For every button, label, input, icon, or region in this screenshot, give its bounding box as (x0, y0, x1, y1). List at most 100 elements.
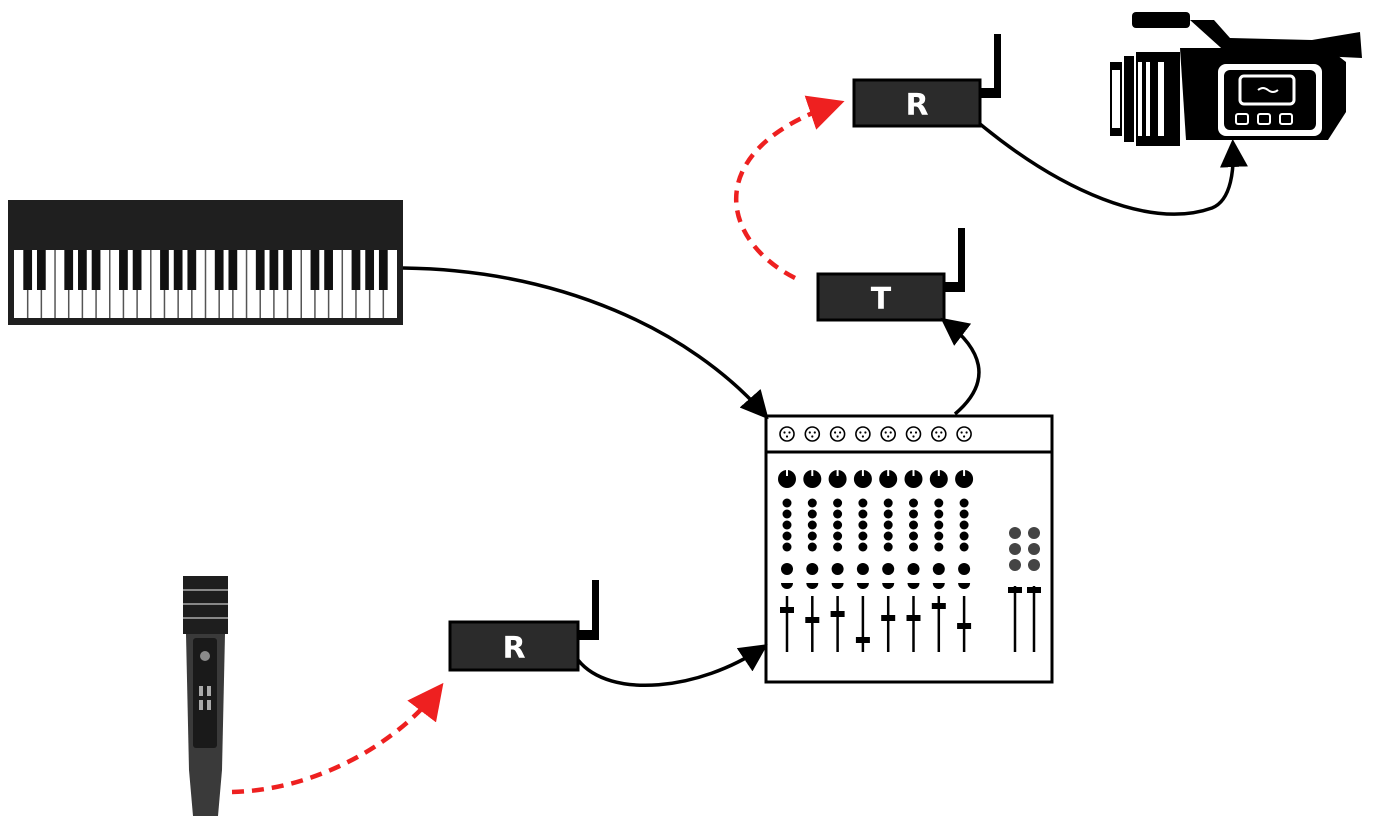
wireless-microphone-icon (183, 576, 228, 816)
channel-fader (906, 615, 921, 621)
receiver-camera-label: R (905, 88, 928, 123)
mute-button (958, 583, 971, 589)
channel-fader (830, 611, 845, 617)
wireless-links (231, 95, 845, 795)
xlr-input (804, 426, 821, 442)
receiver-camera-unit: R (852, 34, 1001, 128)
eq-knob (909, 531, 918, 541)
receiver-to-mixer-cable (576, 644, 768, 687)
master-knob (1028, 559, 1040, 571)
master-knob (1028, 527, 1040, 539)
eq-knob (934, 542, 944, 552)
channel-fader (805, 617, 820, 623)
pan-knob (806, 563, 819, 575)
eq-knob (858, 531, 868, 541)
eq-knob (934, 531, 944, 541)
xlr-input (779, 426, 795, 442)
mic-to-receiver-wireless-link (231, 682, 444, 795)
gain-knob (929, 470, 948, 488)
black-key (283, 250, 292, 290)
mute-button (781, 583, 793, 589)
master-knob (1009, 527, 1021, 539)
eq-knob (883, 531, 893, 541)
eq-knob (782, 531, 792, 541)
pan-knob (831, 563, 844, 575)
black-key (228, 250, 238, 290)
gain-knob (778, 470, 796, 488)
xlr-input (956, 426, 972, 442)
transmitter-label: T (871, 282, 892, 317)
wired-connections (402, 122, 1248, 687)
eq-knob (934, 509, 944, 519)
mixer-channels (778, 426, 974, 652)
mixer-to-transmitter-cable (940, 317, 981, 416)
eq-knob (858, 498, 868, 508)
eq-knob (959, 531, 969, 541)
eq-knob (782, 498, 792, 508)
channel-fader (780, 607, 794, 613)
black-key (378, 250, 388, 290)
eq-knob (959, 542, 969, 552)
keyboard-icon (8, 200, 403, 325)
black-key (187, 250, 197, 290)
channel-fader (931, 603, 946, 609)
black-key (173, 250, 183, 290)
pan-knob (781, 563, 793, 575)
eq-knob (807, 520, 817, 530)
gain-knob (803, 470, 822, 488)
eq-knob (909, 542, 918, 552)
keyboard-to-mixer-cable (402, 266, 769, 420)
black-key (255, 250, 265, 290)
black-key (78, 250, 87, 290)
mute-button (856, 583, 869, 589)
transmitter-unit: T (816, 228, 965, 322)
black-key (132, 250, 142, 290)
mute-button (932, 583, 945, 589)
master-knob (1028, 543, 1040, 555)
gain-knob (828, 470, 847, 488)
mute-button (882, 583, 895, 589)
black-key (160, 250, 169, 290)
eq-knob (833, 498, 843, 508)
black-key (91, 250, 101, 290)
mute-button (907, 583, 920, 589)
eq-knob (959, 498, 969, 508)
eq-knob (909, 509, 918, 519)
pan-knob (907, 563, 920, 575)
gain-knob (879, 470, 898, 488)
master-fader (1008, 587, 1022, 593)
eq-knob (807, 531, 817, 541)
channel-fader (957, 623, 972, 629)
channel-fader (881, 615, 896, 621)
mixer-icon (764, 414, 1054, 684)
eq-knob (883, 542, 893, 552)
xlr-input (855, 426, 871, 442)
video-camera-icon (1110, 12, 1362, 146)
xlr-input (930, 426, 947, 442)
black-key (214, 250, 224, 290)
black-key (365, 250, 375, 290)
receiver-mic-unit: R (448, 580, 599, 672)
black-key (310, 250, 320, 290)
eq-knob (807, 542, 817, 552)
eq-knob (833, 509, 843, 519)
black-key (23, 250, 33, 290)
keyboard-black-keys (23, 250, 388, 290)
receiver-mic-label: R (502, 631, 525, 666)
eq-knob (883, 520, 893, 530)
black-key (64, 250, 74, 290)
eq-knob (858, 520, 868, 530)
black-key (36, 250, 46, 290)
black-key (269, 250, 279, 290)
pan-knob (958, 563, 971, 575)
eq-knob (909, 498, 918, 508)
eq-knob (934, 520, 944, 530)
gain-knob (853, 470, 872, 488)
eq-knob (782, 509, 792, 519)
xlr-input (829, 426, 846, 442)
eq-knob (782, 520, 792, 530)
eq-knob (833, 531, 843, 541)
eq-knob (934, 498, 944, 508)
eq-knob (909, 520, 918, 530)
